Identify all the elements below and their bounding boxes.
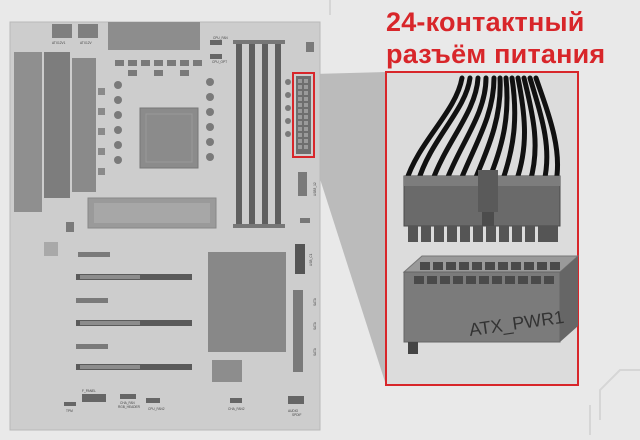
- chokes-left: [98, 88, 105, 175]
- audio-header: [288, 396, 304, 404]
- vrm-heatsink-left: [44, 52, 70, 198]
- atx12v-1-label: ATX12V1: [52, 41, 66, 45]
- pcie-slots: [76, 252, 192, 370]
- tpm-header: [64, 402, 76, 406]
- small-header-left: [66, 222, 74, 232]
- usb-c-header: [295, 244, 305, 274]
- spdif-label: SPDIF: [292, 413, 301, 417]
- chipset-small: [212, 360, 242, 382]
- audio-label: AUDIO: [288, 409, 299, 413]
- capacitors-left: [114, 78, 214, 164]
- vrm-heatsink-top: [108, 22, 200, 50]
- usb3-header: [298, 172, 307, 196]
- cha-fan-label: CHA_FAN: [120, 401, 135, 405]
- sata-label-2: SATA: [313, 321, 317, 330]
- cha-fan2-header: [230, 398, 242, 403]
- sata-ports: [293, 290, 303, 372]
- vrm-heatsink-left-2: [72, 58, 96, 192]
- mosfets-top: [115, 60, 202, 76]
- cpu-socket: [139, 107, 199, 169]
- battery-area: [44, 242, 58, 256]
- rgb-header: [120, 394, 136, 399]
- headline-line-2: разъём питания: [386, 39, 606, 69]
- tpm-label: TPM: [66, 409, 73, 413]
- zoom-projection: [313, 72, 386, 385]
- receptacle-latch: [408, 342, 418, 354]
- cpu-fan2-label: CPU_FAN2: [148, 407, 165, 411]
- cpu-opt-header: [210, 54, 222, 59]
- connector-highlight-box: [292, 72, 315, 158]
- atx12v-connector-1: [52, 24, 72, 38]
- capacitors-right: [285, 79, 291, 137]
- cpu-socket-inner: [145, 113, 193, 163]
- zoom-frame: [385, 71, 579, 386]
- chipset: [208, 252, 286, 352]
- atx12v-2-label: ATX12V: [80, 41, 93, 45]
- motherboard: ATX12V1 ATX12V CPU_FAN CPU_OPT: [9, 21, 321, 431]
- cpu-fan-label: CPU_FAN: [213, 36, 228, 40]
- usb-c-label: USB_C1: [309, 253, 313, 266]
- atx-power-plug: [403, 170, 561, 242]
- atx-24pin-board-connector: [292, 72, 315, 158]
- usb3-header-label: USB3_12: [313, 182, 317, 196]
- io-shield-block: [14, 52, 42, 212]
- cpu-opt-label: CPU_OPT: [212, 60, 227, 64]
- background-pattern: [329, 0, 640, 435]
- sata-label-3: SATA: [313, 347, 317, 356]
- front-panel-header: [82, 394, 106, 402]
- atx12v-connector-2: [78, 24, 98, 38]
- cpu-fan2-header: [146, 398, 160, 403]
- dimm-slots: [233, 40, 285, 228]
- headline-line-1: 24-контактный: [386, 7, 585, 37]
- m2-heatsink-inner: [94, 203, 210, 223]
- atx-power-receptacle: ATX_PWR1: [402, 255, 580, 354]
- zoom-panel: ATX_PWR1: [385, 71, 580, 386]
- sata-label-1: SATA: [313, 297, 317, 306]
- front-panel-label: F_PANEL: [82, 389, 96, 393]
- cha-fan2-label: CHA_FAN2: [228, 407, 245, 411]
- rgb-header-label: RGB_HEADER: [118, 405, 141, 409]
- cpu-fan-header: [210, 40, 222, 45]
- sys-fan-header: [300, 218, 310, 223]
- small-header-top-right: [306, 42, 314, 52]
